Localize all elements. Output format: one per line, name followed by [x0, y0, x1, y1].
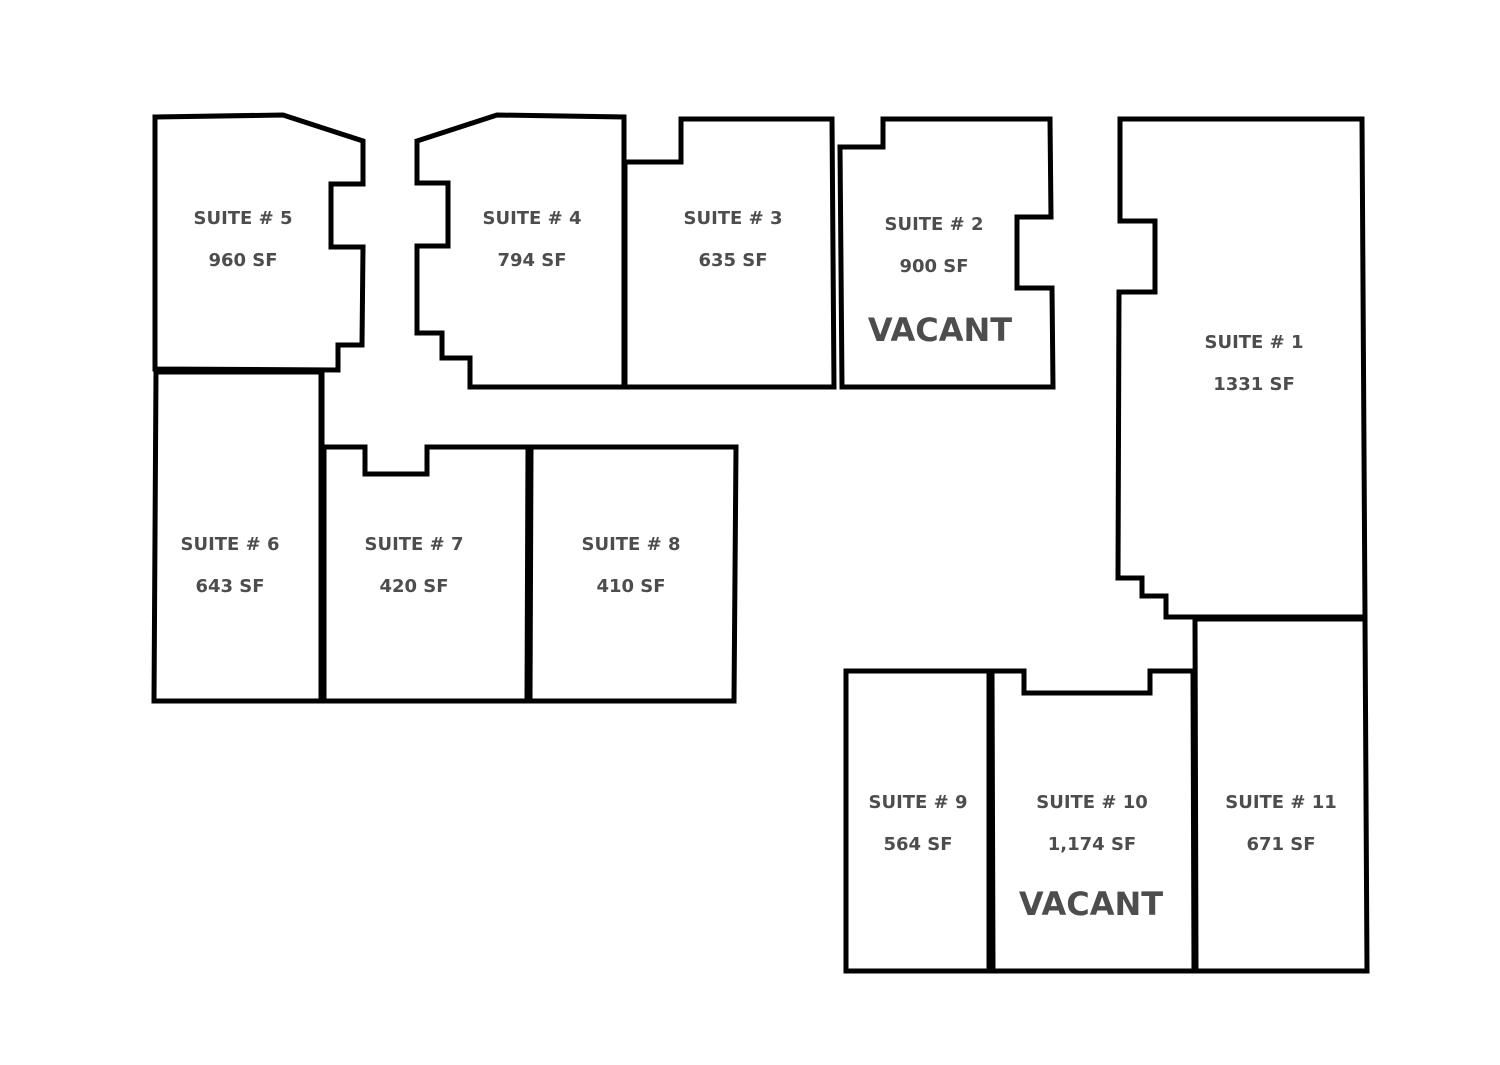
suite-10-name: SUITE # 10	[1036, 792, 1148, 813]
suite-6-name: SUITE # 6	[181, 534, 280, 555]
suite-8-outline	[527, 444, 739, 704]
suite-3-outline	[622, 116, 837, 390]
suite-6-area: 643 SF	[195, 576, 264, 597]
suite-10-area: 1,174 SF	[1048, 834, 1136, 855]
suite-4-area: 794 SF	[497, 250, 566, 271]
suite-5-area: 960 SF	[208, 250, 277, 271]
suite-11-name: SUITE # 11	[1225, 792, 1337, 813]
suite-3-name: SUITE # 3	[684, 208, 783, 229]
suite-11-area: 671 SF	[1246, 834, 1315, 855]
suite-7-area: 420 SF	[379, 576, 448, 597]
suite-5-name: SUITE # 5	[194, 208, 293, 229]
suite-3[interactable]: SUITE # 3 635 SF	[622, 116, 837, 390]
suite-1-area: 1331 SF	[1213, 374, 1295, 395]
suite-7-name: SUITE # 7	[365, 534, 464, 555]
suite-5-outline	[152, 112, 366, 373]
suite-2-name: SUITE # 2	[885, 214, 984, 235]
suite-1[interactable]: SUITE # 1 1331 SF	[1115, 116, 1368, 620]
suite-3-area: 635 SF	[698, 250, 767, 271]
suite-4-name: SUITE # 4	[483, 208, 582, 229]
suite-10-outline	[989, 668, 1197, 974]
suite-8-area: 410 SF	[596, 576, 665, 597]
suite-10-status: VACANT	[1019, 885, 1163, 923]
suite-2-area: 900 SF	[899, 256, 968, 277]
suite-9[interactable]: SUITE # 9 564 SF	[843, 668, 992, 974]
suite-5[interactable]: SUITE # 5 960 SF	[152, 112, 366, 373]
suite-7[interactable]: SUITE # 7 420 SF	[321, 444, 531, 704]
suite-11-outline	[1192, 616, 1370, 974]
suite-9-outline	[843, 668, 992, 974]
suite-1-name: SUITE # 1	[1205, 332, 1304, 353]
suite-9-area: 564 SF	[883, 834, 952, 855]
suite-10[interactable]: SUITE # 10 1,174 SF VACANT	[989, 668, 1197, 974]
suite-8-name: SUITE # 8	[582, 534, 681, 555]
suite-9-name: SUITE # 9	[869, 792, 968, 813]
suite-2[interactable]: SUITE # 2 900 SF VACANT	[837, 116, 1056, 390]
suite-7-outline	[321, 444, 531, 704]
suite-11[interactable]: SUITE # 11 671 SF	[1192, 616, 1370, 974]
suite-4[interactable]: SUITE # 4 794 SF	[414, 112, 627, 390]
suite-2-status: VACANT	[868, 311, 1012, 349]
suite-6[interactable]: SUITE # 6 643 SF	[151, 369, 324, 704]
suite-8[interactable]: SUITE # 8 410 SF	[527, 444, 739, 704]
suite-2-outline	[837, 116, 1056, 390]
suite-1-outline	[1115, 116, 1368, 620]
suite-6-outline	[151, 369, 324, 704]
